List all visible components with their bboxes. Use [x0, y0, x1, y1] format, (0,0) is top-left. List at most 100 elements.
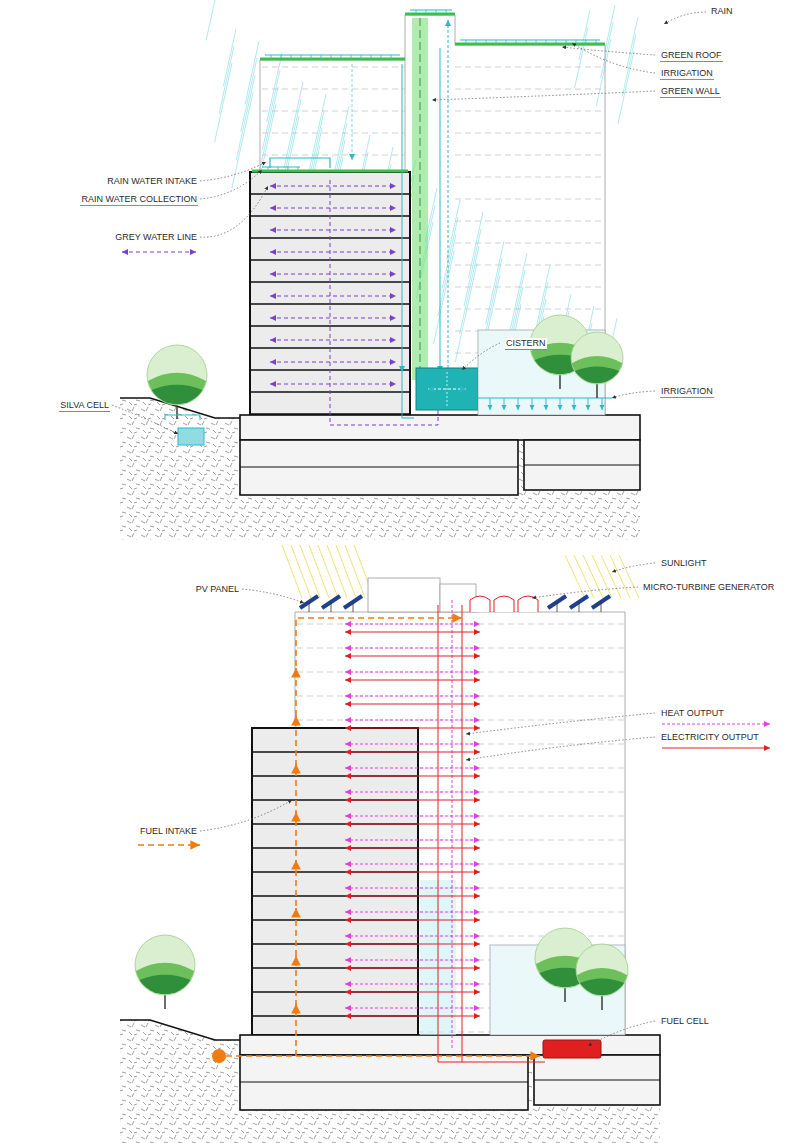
heat-arrow	[345, 768, 480, 769]
callout-label: MICRO-TURBINE GENERATOR	[642, 582, 775, 593]
micro-turbine	[494, 596, 514, 612]
callout-label: GREEN ROOF	[660, 50, 723, 62]
grey-water-arrow	[270, 296, 396, 297]
leader-line	[462, 343, 500, 370]
electricity-arrow	[345, 848, 480, 849]
leader-line	[612, 391, 655, 398]
leader-line	[200, 170, 262, 199]
pv-support	[331, 602, 332, 612]
basement	[240, 1055, 528, 1110]
tower-floor	[418, 792, 625, 793]
basement	[240, 440, 518, 495]
tree-crown-band	[577, 968, 627, 995]
rain-stroke	[618, 51, 634, 124]
cistern	[416, 368, 478, 410]
irrigation-drip	[466, 40, 467, 44]
callout-label: HEAT OUTPUT	[660, 708, 725, 719]
tower-floor	[418, 864, 625, 865]
tower-floor	[262, 133, 405, 134]
irrigation-drip	[381, 55, 382, 59]
irrigation-drip	[588, 398, 589, 410]
green-wall	[412, 18, 428, 380]
leader-line	[562, 47, 655, 55]
callout-label: CISTERN	[505, 338, 547, 350]
tower-floor	[418, 624, 625, 625]
heat-arrow	[345, 984, 480, 985]
irrigation-drip	[486, 40, 487, 44]
irrigation-drip	[298, 167, 299, 171]
basement-floor	[524, 464, 640, 465]
pv-support	[557, 602, 558, 612]
green-roof	[405, 13, 455, 16]
tower-floor	[262, 67, 405, 68]
callout-label: ELECTRICITY OUTPUT	[660, 732, 760, 743]
fuel-flow-arrow	[295, 764, 297, 770]
irrigation-drip	[586, 40, 587, 44]
callout-label: GREEN WALL	[660, 86, 721, 98]
tower-floor	[418, 672, 625, 673]
irrigation-drip	[416, 10, 417, 14]
irrigation-drip	[288, 167, 289, 171]
fuel-flow-arrow	[295, 668, 297, 674]
grey-water-arrow	[270, 318, 396, 319]
leader-line	[242, 589, 304, 603]
tower-floor	[418, 744, 625, 745]
heat-arrow	[345, 672, 480, 673]
heat-arrow	[345, 912, 480, 913]
basement-right	[534, 1055, 660, 1105]
leader-line	[588, 1021, 655, 1046]
pv-support	[601, 602, 602, 612]
electricity-arrow	[345, 920, 480, 921]
rain-stroke	[601, 22, 613, 78]
electricity-arrow	[345, 824, 480, 825]
callout-label: FUEL CELL	[660, 1016, 710, 1027]
fuel-cell	[543, 1040, 601, 1058]
tree-crown	[147, 345, 207, 405]
fuel-flow-arrow	[295, 1004, 297, 1010]
tower-floor	[455, 133, 605, 134]
tower-floor	[455, 309, 605, 310]
rain-stroke	[486, 241, 504, 324]
sunlight-ray	[291, 545, 311, 598]
leader-line	[572, 43, 655, 73]
sunlight-ray	[583, 555, 603, 598]
leader-line	[112, 405, 178, 434]
rain-stroke	[622, 34, 636, 96]
green-roof	[260, 58, 405, 61]
sunlight-ray	[282, 545, 302, 598]
electricity-arrow	[345, 896, 480, 897]
podium-floor	[250, 303, 410, 304]
sunlight-ray	[336, 545, 356, 598]
irrigation-drip	[331, 55, 332, 59]
rain-stroke	[262, 70, 280, 150]
callout-label: IRRIGATION	[660, 386, 714, 398]
sunlight-ray	[309, 545, 329, 598]
irrigation-drip	[361, 55, 362, 59]
ground-hatch	[120, 1020, 660, 1143]
grey-water-arrow	[270, 208, 396, 209]
collection-downpipe	[440, 48, 441, 372]
rain-stroke	[455, 263, 477, 362]
irrigation-drip	[301, 55, 302, 59]
sunlight-ray	[601, 555, 621, 598]
irrigation-drip	[566, 40, 567, 44]
irrigation-drip	[268, 167, 269, 171]
heat-arrow	[345, 864, 480, 865]
fuel-flow-arrow	[295, 956, 297, 962]
irrigation-drip	[546, 40, 547, 44]
basement-floor	[240, 1081, 528, 1082]
tower-floor	[418, 768, 625, 769]
fuel-flow-arrow	[295, 860, 297, 866]
silva-cell	[178, 428, 204, 445]
grey-water-arrow	[270, 230, 396, 231]
tree-crown-band	[136, 963, 194, 994]
heat-riser	[452, 600, 453, 1050]
legend-line-sample	[122, 252, 196, 253]
electricity-line	[438, 1062, 545, 1063]
fuel-flow-arrow	[295, 716, 297, 722]
irrigation-drip	[596, 40, 597, 44]
electricity-arrow	[345, 800, 480, 801]
grey-water-arrow	[270, 340, 396, 341]
tree-crown-shade	[580, 978, 624, 995]
